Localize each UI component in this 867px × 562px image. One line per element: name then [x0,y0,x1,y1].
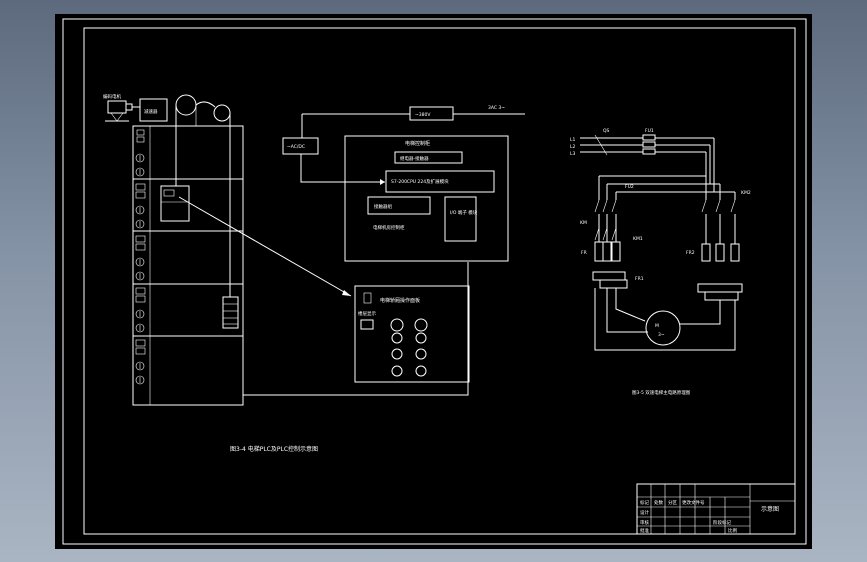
io-module-box [444,196,477,242]
label-fu2: FU2 [625,184,634,190]
traction-motor [107,100,127,114]
label-fr: FR [581,250,587,256]
tb-scale: 比例 [728,527,737,534]
operating-panel-outline [354,285,470,383]
plc-box [385,170,495,193]
floor-button-3[interactable] [391,348,403,360]
elevator-car [160,185,190,222]
dc-power-label: ~AC/DC [287,144,305,150]
plc-label: S7-200CPU 224及扩展模块 [391,178,449,185]
reducer-box [139,98,168,122]
contactor-box [367,196,431,215]
tb-approve: 批准 [640,527,649,534]
cad-drawing: 编码电机 减速器 [62,18,807,545]
elevator-shaft [132,125,244,406]
contactor-label: 接触器组 [374,203,392,210]
tb-zone: 分区 [668,499,677,506]
three-phase-label: 3AC 3~ [488,105,505,111]
door-close-button[interactable] [414,318,428,332]
tb-check: 审核 [640,519,649,526]
ac-power-label: ~380V [415,112,431,118]
left-caption: 图3-4 电梯PLC及PLC控制示意图 [230,445,318,453]
label-l3: L3 [570,151,576,157]
label-l2: L2 [570,144,576,150]
counterweight [222,296,239,329]
two-speed-motor [645,310,681,346]
power-supply-chain: 3AC 3~ ~380V ~AC/DC [282,105,525,185]
floor-button-5[interactable] [391,365,403,377]
car-to-panel-arrow [178,196,352,297]
label-motor-phase: 3~ [658,332,665,338]
label-qs: QS [603,128,610,134]
car-operating-panel: 电梯轿厢操作面板 楼层显示 [354,285,470,383]
display-label: 楼层显示 [358,310,376,317]
floor-button-1[interactable] [391,332,403,344]
motor-label: 编码电机 [103,93,121,100]
main-circuit: L1 L2 L3 QS FU1 FU2 KM [570,128,751,396]
label-fu1: FU1 [645,128,654,134]
control-cabinet: 电梯控制柜 继电器-接触器 S7-200CPU 224及扩展模块 接触器组 I/… [344,135,509,262]
shaft-outline [132,125,244,406]
label-l1: L1 [570,137,576,143]
drawing-title: 示意图 [761,505,779,513]
circuit-caption: 图3-5 双速电梯主电路原理图 [632,389,691,396]
floor-button-4[interactable] [415,348,427,360]
floor-display [363,292,372,304]
panel-title: 电梯轿厢操作面板 [380,297,420,304]
label-km1: KM1 [633,236,643,242]
reducer-label: 减速器 [144,108,158,115]
tb-design: 设计 [640,509,649,516]
title-block-outline [636,483,796,535]
relay-label: 继电器-接触器 [400,155,429,162]
traction-sheave [175,94,197,116]
guide-sheave [213,104,231,122]
inner-border [83,27,796,535]
drawing-sheet: 编码电机 减速器 [55,14,812,549]
tb-stage: 阶段标记 [713,519,731,526]
outer-border [62,18,807,545]
label-motor: M [655,323,659,329]
cabinet-caption: 电梯机房控制柜 [373,224,405,231]
panel-connection-line [243,262,469,396]
tb-change: 更改文件号 [682,499,705,506]
cabinet-title: 电梯控制柜 [405,140,430,147]
door-open-button[interactable] [390,318,404,332]
tb-mark: 标记 [640,499,649,506]
label-fr1: FR1 [635,276,644,282]
cabinet-outline [344,135,509,262]
label-km2: KM2 [741,190,751,196]
label-km: KM [580,220,587,226]
floor-button-6[interactable] [415,365,427,377]
floor-button-2[interactable] [415,332,427,344]
label-fr2: FR2 [686,250,695,256]
floor-call-stations [135,129,146,385]
title-block: 标记 处数 分区 更改文件号 设计 审核 批准 阶段标记 比例 示意图 [636,483,796,535]
tb-count: 处数 [654,499,663,506]
hoist-assembly: 编码电机 减速器 [103,93,231,140]
io-label: I/O 端子 模块 [450,209,478,216]
relay-box [394,151,463,164]
